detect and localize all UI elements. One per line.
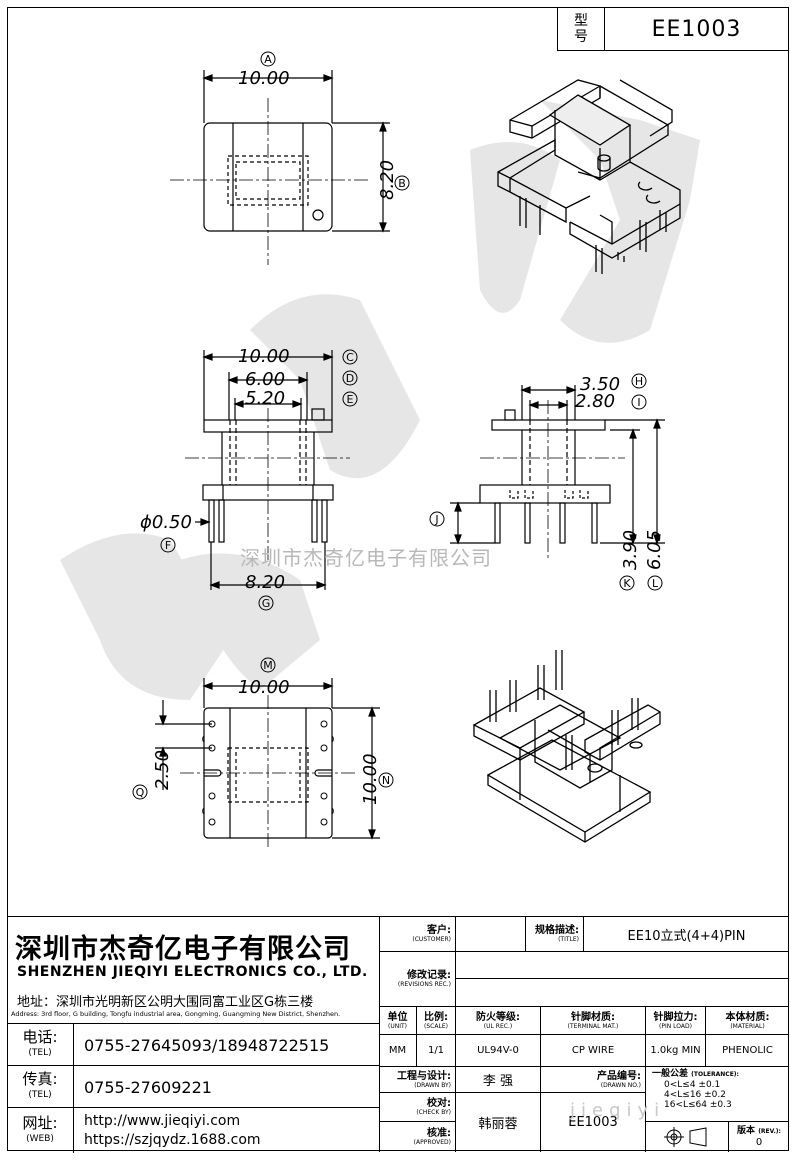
dim-M: 10.00 <box>238 677 290 698</box>
dim-G: 8.20 <box>245 572 285 593</box>
scale-value: 1/1 <box>417 1035 456 1067</box>
model-label: 型 号 <box>558 8 605 50</box>
customer-value <box>456 917 526 952</box>
company-name-en: SHENZHEN JIEQIYI ELECTRONICS CO., LTD. <box>17 964 368 980</box>
title-block: 深圳市杰奇亿电子有限公司 SHENZHEN JIEQIYI ELECTRONIC… <box>7 916 789 1153</box>
marker-M: M <box>263 659 273 672</box>
dim-I: 2.80 <box>575 391 615 412</box>
dim-Q: 2.50 <box>152 750 173 790</box>
dim-C: 10.00 <box>238 346 290 367</box>
marker-G: G <box>262 597 271 610</box>
top-view <box>170 70 390 265</box>
marker-N: N <box>382 774 390 787</box>
pin-material-value: CP WIRE <box>541 1035 646 1067</box>
drawn-value: 李 强 <box>456 1067 541 1093</box>
web-row: 网址:(WEB) http://www.jieqiyi.com https://… <box>7 1107 379 1153</box>
company-address-cn: 地址：深圳市光明新区公明大围同富工业区G栋三楼 <box>17 995 314 1010</box>
side-base <box>479 484 611 504</box>
dim-N: 10.00 <box>360 753 381 805</box>
marker-K: K <box>623 577 631 590</box>
marker-E: E <box>347 393 354 406</box>
dim-E: 5.20 <box>245 388 285 409</box>
watermark-logo <box>60 100 700 700</box>
tel-row: 电话:(TEL) 0755-27645093/18948722515 <box>7 1023 379 1066</box>
fax-value: 0755-27609221 <box>84 1077 212 1097</box>
dim-H: 3.50 <box>580 374 620 395</box>
marker-D: D <box>346 372 354 385</box>
bottom-view <box>155 678 380 850</box>
watermark-text: 深圳市杰奇亿电子有限公司 <box>240 546 492 570</box>
ul-value: UL94V-0 <box>456 1035 541 1067</box>
projection-symbol <box>646 1122 729 1152</box>
circle-markers: A B C D E F G H I J K L M N Q <box>132 51 663 800</box>
company-address-en: Address: 3rd floor, G building, Tongfu i… <box>11 1010 341 1018</box>
marker-J: J <box>434 513 438 526</box>
spec-grid: 客户:(CUSTOMER) 规格描述:(TITLE) EE10立式(4+4)PI… <box>379 917 789 1152</box>
side-top-flange <box>491 419 606 431</box>
tolerance-box: 一般公差 (TOLERANCE): 0<L≤4 ±0.1 4<L≤16 ±0.2… <box>646 1067 789 1122</box>
marker-H: H <box>635 375 643 388</box>
model-value: EE1003 <box>651 16 742 42</box>
marker-B: B <box>398 177 406 190</box>
first-angle-projection-icon <box>664 1127 707 1147</box>
dim-D: 6.00 <box>245 369 285 390</box>
dim-F: ϕ0.50 <box>140 512 192 533</box>
marker-L: L <box>652 577 659 590</box>
title-value: EE10立式(4+4)PIN <box>584 917 789 952</box>
company-name-cn: 深圳市杰奇亿电子有限公司 <box>15 934 351 965</box>
material-value: PHENOLIC <box>706 1035 789 1067</box>
pin-load-value: 1.0kg MIN <box>646 1035 706 1067</box>
tel-value: 0755-27645093/18948722515 <box>84 1035 330 1055</box>
company-info: 深圳市杰奇亿电子有限公司 SHENZHEN JIEQIYI ELECTRONIC… <box>7 917 380 1153</box>
model-box: 型 号 EE1003 <box>557 7 789 51</box>
shop-link[interactable]: https://szjqydz.1688.com <box>84 1131 261 1148</box>
dim-A: 10.00 <box>238 68 290 89</box>
drawing-frame <box>7 7 789 1151</box>
marker-C: C <box>346 351 354 364</box>
watermark-web: jieqiyi <box>570 1100 666 1121</box>
dim-L: 6.05 <box>644 530 665 570</box>
side-view <box>450 385 665 560</box>
marker-F: F <box>165 539 171 552</box>
drawing-number: EE1003 <box>541 1093 646 1152</box>
isometric-view-lower <box>472 650 661 843</box>
marker-I: I <box>637 396 640 409</box>
check-value: 韩丽蓉 <box>456 1093 541 1152</box>
dim-K: 3.90 <box>620 530 641 570</box>
dim-B: 8.20 <box>377 160 398 200</box>
marker-A: A <box>264 53 272 66</box>
front-view <box>185 350 350 590</box>
marker-Q: Q <box>136 786 145 799</box>
fax-row: 传真:(TEL) 0755-27609221 <box>7 1065 379 1108</box>
version-box: 版本 (REV.): 0 <box>737 1126 781 1148</box>
website-link[interactable]: http://www.jieqiyi.com <box>84 1112 241 1129</box>
isometric-view-upper <box>497 79 681 274</box>
unit-value: MM <box>379 1035 417 1067</box>
technical-drawing: 10.00 8.20 10.00 6.00 5.20 ϕ0.50 8.20 3.… <box>132 51 681 850</box>
